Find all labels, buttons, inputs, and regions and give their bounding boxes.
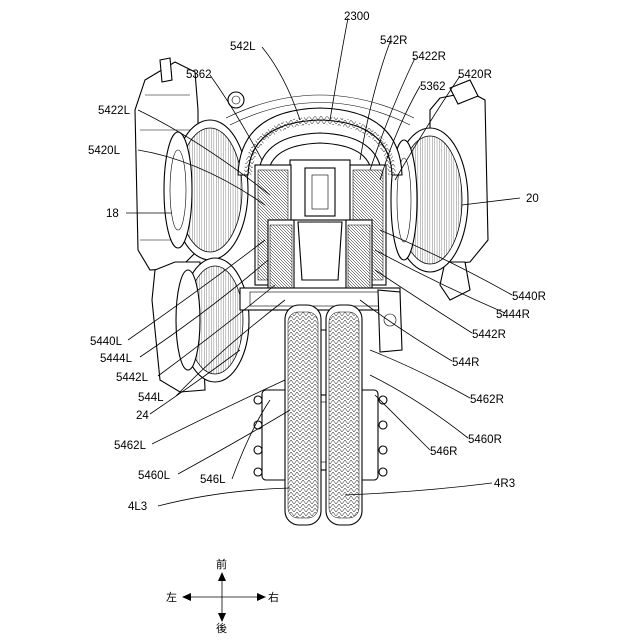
arrow-up-icon <box>218 572 226 581</box>
direction-left: 左 <box>166 591 177 604</box>
right-motor-coil <box>391 128 468 272</box>
label-20: 20 <box>526 193 539 205</box>
label-5460R: 5460R <box>468 434 502 446</box>
right-output-gear <box>326 305 362 525</box>
direction-right: 右 <box>268 590 279 604</box>
arrow-left-icon <box>182 593 191 601</box>
left-gear-stack <box>255 165 294 300</box>
left-motor-coil <box>164 120 248 260</box>
label-4R3: 4R3 <box>494 478 515 490</box>
label-546R: 546R <box>430 446 458 458</box>
left-output-gear <box>285 305 321 525</box>
right-bracket <box>378 290 402 352</box>
label-542L: 542L <box>230 41 256 53</box>
label-542R: 542R <box>380 35 408 47</box>
label-5460L: 5460L <box>138 470 171 482</box>
label-4L3: 4L3 <box>128 501 147 513</box>
label-18: 18 <box>106 208 119 220</box>
label-5444L: 5444L <box>100 353 133 365</box>
label-5362-right: 5362 <box>420 81 446 93</box>
direction-front: 前 <box>216 557 227 571</box>
label-5440R: 5440R <box>512 291 546 303</box>
label-5420R: 5420R <box>458 69 492 81</box>
label-5422R: 5422R <box>412 51 446 63</box>
label-544L: 544L <box>138 392 164 404</box>
label-5440L: 5440L <box>90 336 123 348</box>
direction-compass: 前 後 左 右 <box>166 557 279 635</box>
label-2300: 2300 <box>344 11 370 23</box>
arrow-right-icon <box>257 593 266 601</box>
label-5462L: 5462L <box>114 440 147 452</box>
direction-rear: 後 <box>216 621 227 635</box>
label-24: 24 <box>136 410 149 422</box>
right-gear-stack <box>346 165 386 300</box>
label-5444R: 5444R <box>496 309 530 321</box>
label-5462R: 5462R <box>470 394 504 406</box>
label-5420L: 5420L <box>88 145 121 157</box>
label-5422L: 5422L <box>98 105 131 117</box>
arrow-down-icon <box>218 613 226 622</box>
mid-shaft <box>240 288 400 310</box>
label-5442L: 5442L <box>116 372 149 384</box>
label-5362-left: 5362 <box>186 69 212 81</box>
label-544R: 544R <box>452 357 480 369</box>
label-5442R: 5442R <box>472 329 506 341</box>
label-546L: 546L <box>200 474 226 486</box>
